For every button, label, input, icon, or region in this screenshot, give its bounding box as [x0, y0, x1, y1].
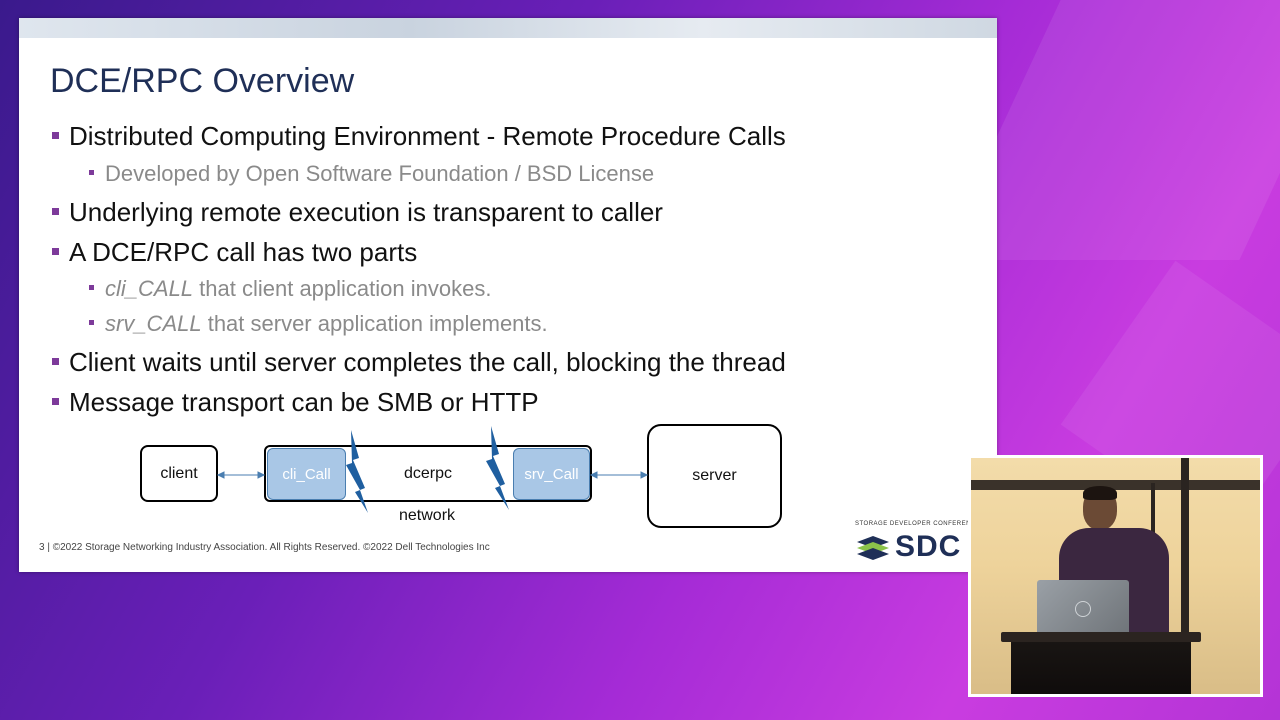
bullet-item: Underlying remote execution is transpare…	[52, 197, 663, 228]
bullet-marker	[52, 207, 59, 215]
lightning-bolt-icon	[346, 430, 368, 513]
bullet-marker	[52, 131, 59, 139]
srv-call-box: srv_Call	[513, 448, 590, 500]
bullet-marker	[52, 247, 59, 255]
bullet-marker	[52, 357, 59, 365]
sdc-logo: STORAGE DEVELOPER CONFERENCE SDC 22	[855, 518, 985, 564]
diagram-connectors	[216, 426, 649, 513]
cli-call-label: cli_Call	[282, 465, 331, 483]
bullet-text: Distributed Computing Environment - Remo…	[69, 121, 786, 151]
sub-bullet-item: srv_CALL that server application impleme…	[89, 311, 548, 337]
presentation-slide: DCE/RPC Overview Distributed Computing E…	[19, 18, 997, 572]
slide-title: DCE/RPC Overview	[50, 62, 355, 100]
bullet-text: A DCE/RPC call has two parts	[69, 237, 418, 267]
sub-bullet-item: cli_CALL that client application invokes…	[89, 276, 491, 302]
podium-top	[1001, 632, 1201, 642]
lightning-bolt-icon	[486, 426, 509, 510]
presenter-hair	[1083, 486, 1117, 500]
bullet-marker	[89, 169, 94, 175]
bullet-text: that client application invokes.	[193, 276, 492, 301]
slide-header-band	[19, 18, 997, 38]
laptop-logo-icon	[1075, 601, 1091, 617]
bullet-item: Client waits until server completes the …	[52, 347, 786, 378]
bullet-text: Message transport can be SMB or HTTP	[69, 387, 539, 417]
bullet-item: A DCE/RPC call has two parts	[52, 237, 417, 268]
podium	[1011, 636, 1191, 694]
logo-wordmark: SDC	[895, 530, 962, 563]
double-arrow-icon	[216, 471, 266, 479]
cli-call-box: cli_Call	[267, 448, 346, 500]
server-box: server	[647, 424, 782, 528]
srv-call-label: srv_Call	[524, 465, 579, 483]
bullet-text: that server application implements.	[201, 311, 548, 336]
client-label: client	[160, 464, 198, 482]
stack-icon	[857, 536, 889, 560]
network-label: network	[399, 507, 456, 524]
code-term: srv_CALL	[105, 311, 202, 336]
bullet-list: Distributed Computing Environment - Remo…	[19, 18, 997, 572]
client-box: client	[140, 445, 218, 502]
bullet-marker	[89, 319, 94, 325]
bullet-marker	[89, 284, 94, 290]
bullet-item: Message transport can be SMB or HTTP	[52, 387, 539, 418]
bullet-marker	[52, 397, 59, 405]
bullet-text: Developed by Open Software Foundation / …	[105, 161, 655, 186]
bullet-text: Client waits until server completes the …	[69, 347, 786, 377]
slide-footer: 3 | ©2022 Storage Networking Industry As…	[39, 542, 490, 553]
double-arrow-icon	[589, 471, 649, 479]
backdrop-frame	[971, 480, 1260, 490]
bullet-item: Distributed Computing Environment - Remo…	[52, 121, 786, 152]
logo-tagline: STORAGE DEVELOPER CONFERENCE	[855, 521, 981, 527]
code-term: cli_CALL	[105, 276, 194, 301]
dcerpc-label: dcerpc	[403, 464, 453, 482]
sub-bullet-item: Developed by Open Software Foundation / …	[89, 161, 654, 187]
backdrop-post	[1181, 458, 1189, 694]
bullet-text: Underlying remote execution is transpare…	[69, 197, 663, 227]
server-label: server	[692, 467, 737, 484]
speaker-video	[968, 455, 1263, 697]
